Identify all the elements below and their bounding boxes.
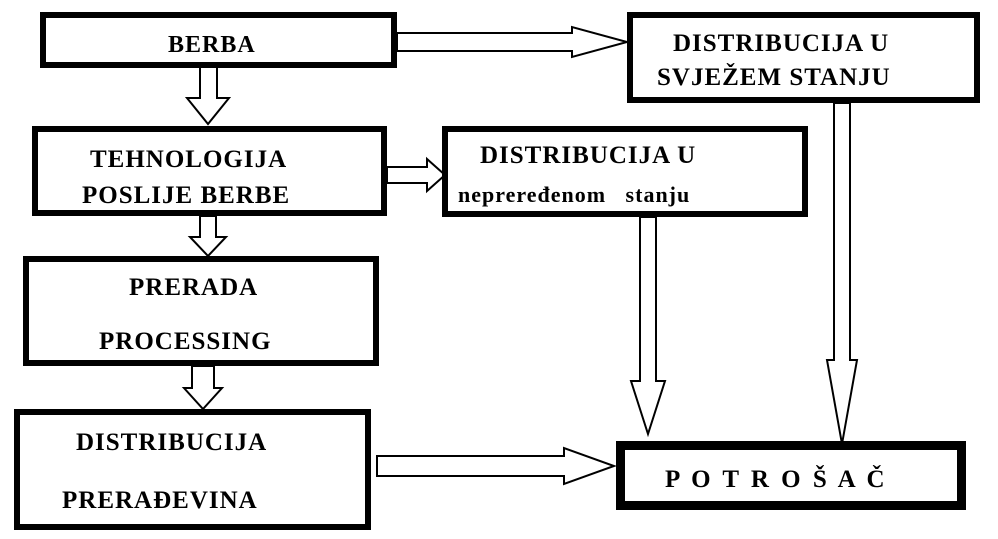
distribucija-neprer-line2: nepreređenom stanju <box>458 182 691 207</box>
distribucija-preradevina-line1: DISTRIBUCIJA <box>76 429 268 456</box>
box-distribucija-preradevina: DISTRIBUCIJA PRERAĐEVINA <box>14 409 371 530</box>
arrow-unprocessed-to-potrosac <box>629 216 667 438</box>
box-distribucija-svjezem: DISTRIBUCIJA U SVJEŽEM STANJU <box>627 12 980 103</box>
distribucija-preradevina-line2: PRERAĐEVINA <box>62 487 258 514</box>
distribucija-svjezem-line1: DISTRIBUCIJA U <box>673 30 890 57</box>
arrow-prerada-to-preradevina <box>181 365 225 411</box>
arrow-tehnologija-to-unprocessed <box>386 156 447 194</box>
arrow-berba-to-tehnologija <box>184 66 232 126</box>
distribucija-neprer-line1: DISTRIBUCIJA U <box>480 142 697 169</box>
prerada-line2: PROCESSING <box>99 328 272 355</box>
box-potrosac: P O T R O Š A Č <box>616 441 966 510</box>
arrow-tehnologija-to-prerada <box>187 215 229 258</box>
arrow-fresh-to-potrosac <box>825 102 859 445</box>
berba-label: BERBA <box>168 32 256 58</box>
tehnologija-line2: POSLIJE BERBE <box>82 182 291 209</box>
box-tehnologija: TEHNOLOGIJA POSLIJE BERBE <box>32 126 387 216</box>
arrow-preradevina-to-potrosac <box>376 446 617 486</box>
arrow-berba-to-fresh <box>396 25 631 59</box>
prerada-line1: PRERADA <box>129 274 259 301</box>
box-berba: BERBA <box>40 12 397 68</box>
distribucija-svjezem-line2: SVJEŽEM STANJU <box>657 64 891 91</box>
box-prerada: PRERADA PROCESSING <box>23 256 379 366</box>
tehnologija-line1: TEHNOLOGIJA <box>90 146 288 173</box>
box-distribucija-neprer: DISTRIBUCIJA U nepreređenom stanju <box>442 126 808 217</box>
potrosac-label: P O T R O Š A Č <box>665 466 888 493</box>
